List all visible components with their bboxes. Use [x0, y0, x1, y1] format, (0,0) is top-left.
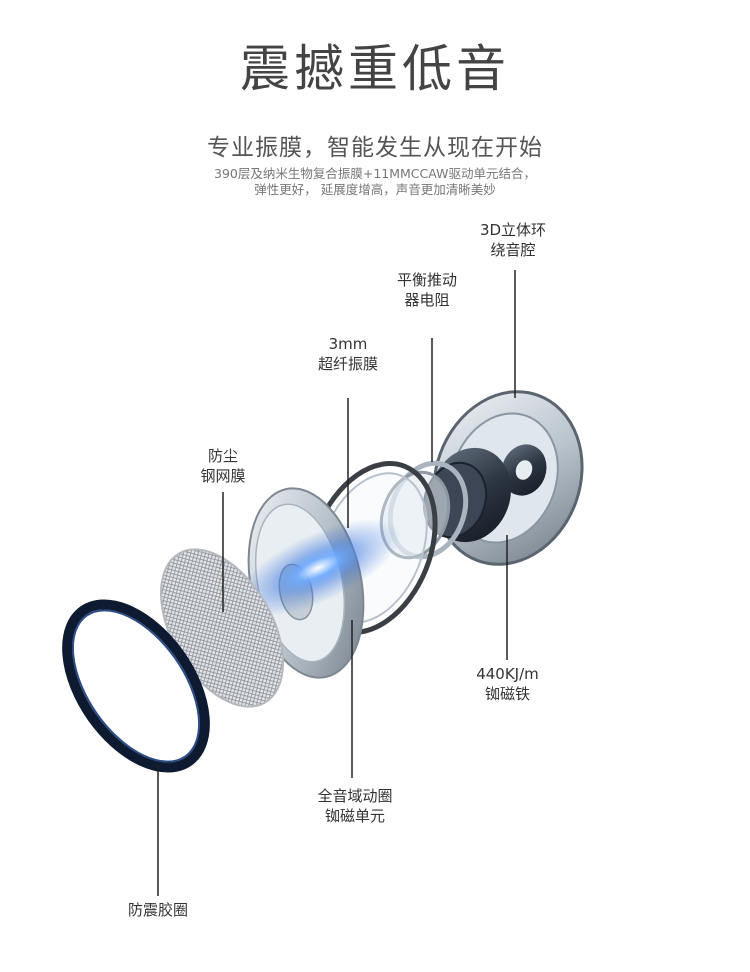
label-magnet: 440KJ/m 铷磁铁	[476, 665, 539, 703]
shock-ring-part	[62, 599, 210, 773]
leader-lines	[157, 270, 516, 896]
description-line-1: 390层及纳米生物复合振膜+11MMCCAW驱动单元结合，	[214, 166, 536, 181]
label-surround-cavity: 3D立体环 绕音腔	[479, 221, 547, 259]
label-diaphragm: 3mm 超纤振膜	[317, 335, 378, 373]
label-coil-unit: 全音域动圈 铷磁单元	[317, 787, 393, 825]
description: 390层及纳米生物复合振膜+11MMCCAW驱动单元结合， 弹性更好， 延展度增…	[0, 166, 750, 198]
page-subtitle: 专业振膜，智能发生从现在开始	[207, 135, 543, 161]
description-line-2: 弹性更好， 延展度增高，声音更加清晰美妙	[254, 182, 496, 197]
label-balance-resistor: 平衡推动 器电阻	[396, 271, 457, 309]
light-glow	[235, 519, 401, 617]
label-shock-ring: 防震胶圈	[127, 901, 188, 919]
page-title: 震撼重低音	[240, 40, 510, 98]
label-dust-mesh: 防尘 钢网膜	[200, 447, 246, 485]
